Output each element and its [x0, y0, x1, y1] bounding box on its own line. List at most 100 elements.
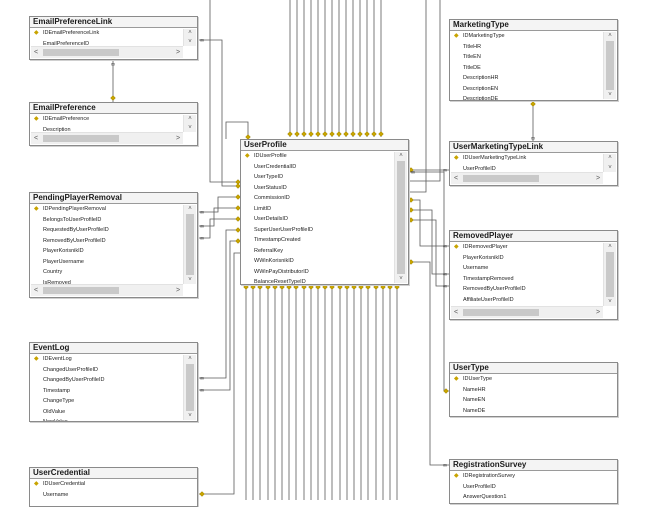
- scroll-left-icon[interactable]: <: [453, 175, 459, 182]
- column-row[interactable]: RemovedByUserProfileID: [30, 236, 197, 247]
- column-row[interactable]: UserStatusID: [241, 183, 408, 194]
- scroll-thumb[interactable]: [43, 287, 119, 294]
- column-row[interactable]: BalanceResetTypeID: [241, 277, 408, 284]
- horizontal-scrollbar[interactable]: <>: [451, 172, 603, 184]
- vertical-scrollbar[interactable]: ˄˅: [603, 243, 616, 306]
- vertical-scrollbar[interactable]: ˄˅: [183, 205, 196, 284]
- column-row[interactable]: ◆IDMarketingType: [450, 31, 617, 42]
- column-row[interactable]: DescriptionEN: [450, 84, 617, 95]
- column-row[interactable]: ◆IDEventLog: [30, 354, 197, 365]
- scroll-up-icon[interactable]: ˄: [188, 30, 192, 36]
- column-row[interactable]: WWinKorisnikID: [241, 256, 408, 267]
- column-row[interactable]: ◆IDUserMarketingTypeLink: [450, 153, 617, 164]
- column-row[interactable]: NameDE: [450, 406, 617, 417]
- column-row[interactable]: RequestedByUserProfileID: [30, 225, 197, 236]
- column-row[interactable]: LimitID: [241, 204, 408, 215]
- vertical-scrollbar[interactable]: ˄˅: [603, 154, 616, 172]
- column-row[interactable]: ◆IDRegistrationSurvey: [450, 471, 617, 482]
- scroll-thumb[interactable]: [463, 309, 539, 316]
- column-row[interactable]: Username: [450, 263, 617, 274]
- column-row[interactable]: ◆IDEmailPreference: [30, 114, 197, 125]
- column-row[interactable]: ◆IDUserCredential: [30, 479, 197, 490]
- scroll-thumb[interactable]: [43, 135, 119, 142]
- scroll-down-icon[interactable]: ˅: [188, 125, 192, 131]
- column-row[interactable]: UserDetailsID: [241, 214, 408, 225]
- column-row[interactable]: Username: [30, 490, 197, 501]
- column-row[interactable]: WWinPayDistributorID: [241, 267, 408, 278]
- column-row[interactable]: ◆IDPendingPlayerRemoval: [30, 204, 197, 215]
- column-row[interactable]: UserCredentialID: [241, 162, 408, 173]
- column-row[interactable]: EmailPreferenceID: [30, 39, 197, 50]
- column-row[interactable]: NameHR: [450, 385, 617, 396]
- horizontal-scrollbar[interactable]: <>: [31, 284, 183, 296]
- scroll-up-icon[interactable]: ˄: [608, 155, 612, 161]
- column-row[interactable]: ◆IDRemovedPlayer: [450, 242, 617, 253]
- scroll-left-icon[interactable]: <: [33, 135, 39, 142]
- column-row[interactable]: AnswerQuestion1: [450, 492, 617, 503]
- column-row[interactable]: ◆IDUserType: [450, 374, 617, 385]
- column-row[interactable]: PlayerKorisnikID: [450, 253, 617, 264]
- column-row[interactable]: TitleDE: [450, 63, 617, 74]
- table-pending-player-removal[interactable]: PendingPlayerRemoval◆IDPendingPlayerRemo…: [29, 192, 198, 298]
- horizontal-scrollbar[interactable]: <>: [451, 306, 603, 318]
- column-row[interactable]: Country: [30, 267, 197, 278]
- scroll-down-icon[interactable]: ˅: [608, 299, 612, 305]
- column-row[interactable]: CommissionID: [241, 193, 408, 204]
- scroll-up-icon[interactable]: ˄: [188, 356, 192, 362]
- column-row[interactable]: SuperUserUserProfileID: [241, 225, 408, 236]
- column-row[interactable]: ChangeType: [30, 396, 197, 407]
- scroll-down-icon[interactable]: ˅: [188, 39, 192, 45]
- column-row[interactable]: TimestampRemoved: [450, 274, 617, 285]
- scroll-thumb[interactable]: [186, 214, 194, 275]
- column-row[interactable]: RemovedByUserProfileID: [450, 284, 617, 295]
- scroll-down-icon[interactable]: ˅: [188, 277, 192, 283]
- vertical-scrollbar[interactable]: ˄˅: [183, 355, 196, 420]
- vertical-scrollbar[interactable]: ˄˅: [394, 152, 407, 283]
- scroll-thumb[interactable]: [606, 41, 614, 90]
- scroll-up-icon[interactable]: ˄: [188, 116, 192, 122]
- vertical-scrollbar[interactable]: ˄˅: [183, 115, 196, 132]
- vertical-scrollbar[interactable]: ˄˅: [603, 32, 616, 99]
- horizontal-scrollbar[interactable]: <>: [31, 46, 183, 58]
- scroll-right-icon[interactable]: >: [175, 287, 181, 294]
- scroll-thumb[interactable]: [463, 175, 539, 182]
- column-row[interactable]: Timestamp: [30, 386, 197, 397]
- scroll-up-icon[interactable]: ˄: [399, 153, 403, 159]
- horizontal-scrollbar[interactable]: <>: [31, 132, 183, 144]
- scroll-right-icon[interactable]: >: [595, 309, 601, 316]
- column-row[interactable]: TimestampCreated: [241, 235, 408, 246]
- column-row[interactable]: AffiliateUserProfileID: [450, 295, 617, 306]
- column-row[interactable]: PlayerKorisnikID: [30, 246, 197, 257]
- scroll-down-icon[interactable]: ˅: [399, 276, 403, 282]
- scroll-right-icon[interactable]: >: [175, 49, 181, 56]
- column-row[interactable]: IsRemoved: [30, 278, 197, 289]
- column-row[interactable]: NameEN: [450, 395, 617, 406]
- scroll-up-icon[interactable]: ˄: [188, 206, 192, 212]
- column-row[interactable]: [30, 500, 197, 506]
- column-row[interactable]: ChangedUserProfileID: [30, 365, 197, 376]
- column-row[interactable]: ◆IDUserProfile: [241, 151, 408, 162]
- scroll-thumb[interactable]: [606, 252, 614, 297]
- column-row[interactable]: TitleHR: [450, 42, 617, 53]
- scroll-thumb[interactable]: [186, 364, 194, 411]
- column-row[interactable]: OldValue: [30, 407, 197, 418]
- scroll-down-icon[interactable]: ˅: [608, 165, 612, 171]
- column-row[interactable]: DescriptionHR: [450, 73, 617, 84]
- table-user-marketing-type-link[interactable]: UserMarketingTypeLink◆IDUserMarketingTyp…: [449, 141, 618, 186]
- table-email-preference-link[interactable]: EmailPreferenceLink◆IDEmailPreferenceLin…: [29, 16, 198, 60]
- column-row[interactable]: ReferralKey: [241, 246, 408, 257]
- column-row[interactable]: TitleEN: [450, 52, 617, 63]
- scroll-thumb[interactable]: [397, 161, 405, 274]
- scroll-up-icon[interactable]: ˄: [608, 244, 612, 250]
- column-row[interactable]: PlayerUsername: [30, 257, 197, 268]
- scroll-left-icon[interactable]: <: [453, 309, 459, 316]
- column-row[interactable]: UserProfileID: [450, 164, 617, 175]
- scroll-down-icon[interactable]: ˅: [188, 413, 192, 419]
